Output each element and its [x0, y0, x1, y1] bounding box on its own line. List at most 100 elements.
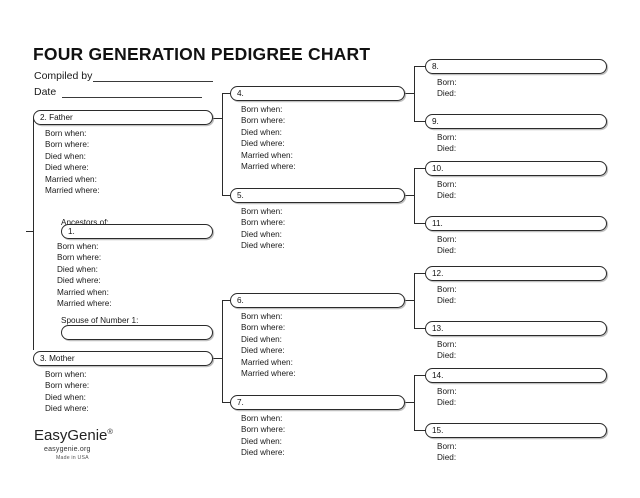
field-born: Born:	[437, 235, 457, 244]
brand-name: EasyGenie®	[34, 428, 113, 444]
compiled-by-row: Compiled by	[34, 70, 214, 82]
namebox-11[interactable]: 11.	[425, 216, 607, 231]
connector-to-box-5	[222, 195, 231, 196]
field-born-when: Born when:	[45, 370, 87, 379]
field-died-where: Died where:	[241, 139, 285, 149]
connector-to-box-4	[222, 93, 231, 94]
field-born-when: Born when:	[45, 129, 87, 138]
namebox-10[interactable]: 10.	[425, 161, 607, 176]
namebox-9[interactable]: 9.	[425, 114, 607, 129]
field-born-when: Born when:	[57, 242, 99, 251]
namebox-7[interactable]: 7.	[230, 395, 405, 410]
field-born-when: Born when:	[241, 105, 283, 114]
namebox-15[interactable]: 15.	[425, 423, 607, 438]
registered-trademark-icon: ®	[107, 427, 113, 436]
field-married-where: Married where:	[241, 368, 296, 378]
field-born: Born:	[437, 340, 457, 349]
connector-gen4-v2	[414, 168, 415, 223]
namebox-13[interactable]: 13.	[425, 321, 607, 336]
connector-box6-stub	[405, 300, 415, 301]
page-title: FOUR GENERATION PEDIGREE CHART	[33, 44, 371, 64]
namebox-label-8: 8.	[432, 61, 439, 71]
brand-text: EasyGenie	[34, 427, 108, 444]
fields-9: Born: Died:	[437, 132, 457, 155]
field-married-when: Married when:	[241, 357, 293, 367]
spouse-of-number-1-label: Spouse of Number 1:	[61, 316, 139, 325]
field-died: Died:	[437, 296, 457, 306]
connector-to-box-6	[222, 300, 231, 301]
field-born-where: Born where:	[241, 323, 286, 333]
field-died-when: Died when:	[57, 264, 98, 274]
field-died-when: Died when:	[241, 334, 282, 344]
connector-gen1-stub	[26, 231, 34, 232]
namebox-label-4: 4.	[237, 88, 244, 98]
field-born-where: Born where:	[57, 253, 102, 263]
field-born-where: Born where:	[45, 381, 90, 391]
namebox-label-2: 2. Father	[40, 112, 73, 122]
made-in-usa-label: Made in USA	[56, 454, 89, 461]
namebox-label-12: 12.	[432, 268, 444, 278]
namebox-spouse-of-1[interactable]	[61, 325, 213, 340]
field-born: Born:	[437, 133, 457, 142]
fields-7: Born when: Born where: Died when: Died w…	[241, 413, 285, 459]
connector-to-box-7	[222, 402, 231, 403]
connector-box4-stub	[405, 93, 415, 94]
namebox-14[interactable]: 14.	[425, 368, 607, 383]
connector-gen3-upper-vertical	[222, 93, 223, 195]
field-married-where: Married where:	[241, 161, 296, 171]
connector-to-box-10	[414, 168, 426, 169]
ancestors-of-label: Ancestors of:	[61, 218, 109, 227]
field-born: Born:	[437, 78, 457, 87]
field-married-when: Married when:	[45, 174, 97, 184]
field-died: Died:	[437, 144, 457, 154]
field-died: Died:	[437, 246, 457, 256]
brand-website: easygenie.org	[44, 445, 91, 453]
connector-father-stub	[213, 118, 223, 119]
field-died-where: Died where:	[241, 241, 285, 251]
fields-6: Born when: Born where: Died when: Died w…	[241, 311, 296, 379]
namebox-5[interactable]: 5.	[230, 188, 405, 203]
namebox-6[interactable]: 6.	[230, 293, 405, 308]
connector-to-box-12	[414, 273, 426, 274]
field-died-where: Died where:	[241, 346, 285, 356]
fields-11: Born: Died:	[437, 234, 457, 257]
namebox-label-15: 15.	[432, 425, 444, 435]
namebox-4[interactable]: 4.	[230, 86, 405, 101]
field-died: Died:	[437, 89, 457, 99]
field-born-when: Born when:	[241, 312, 283, 321]
namebox-8[interactable]: 8.	[425, 59, 607, 74]
field-born-where: Born where:	[45, 140, 90, 150]
connector-box7-stub	[405, 402, 415, 403]
field-died-when: Died when:	[45, 392, 86, 402]
field-married-when: Married when:	[241, 150, 293, 160]
connector-gen4-v1	[414, 66, 415, 121]
namebox-label-11: 11.	[432, 218, 443, 228]
namebox-12[interactable]: 12.	[425, 266, 607, 281]
field-died: Died:	[437, 351, 457, 361]
fields-13: Born: Died:	[437, 339, 457, 362]
field-died: Died:	[437, 191, 457, 201]
namebox-1-self[interactable]: 1.	[61, 224, 213, 239]
namebox-label-13: 13.	[432, 323, 444, 333]
namebox-label-14: 14.	[432, 370, 444, 380]
date-input-line[interactable]	[62, 87, 203, 98]
field-died: Died:	[437, 398, 457, 408]
namebox-3-mother[interactable]: 3. Mother	[33, 351, 213, 366]
fields-4: Born when: Born where: Died when: Died w…	[241, 104, 296, 172]
connector-gen4-v4	[414, 375, 415, 430]
connector-to-box-13	[414, 328, 426, 329]
connector-to-box-9	[414, 121, 426, 122]
connector-to-box-14	[414, 375, 426, 376]
field-married-where: Married where:	[45, 185, 100, 195]
field-died-where: Died where:	[57, 276, 101, 286]
namebox-2-father[interactable]: 2. Father	[33, 110, 213, 125]
field-born-when: Born when:	[241, 207, 283, 216]
field-died-when: Died when:	[241, 127, 282, 137]
fields-5: Born when: Born where: Died when: Died w…	[241, 206, 285, 252]
namebox-label-6: 6.	[237, 295, 244, 305]
connector-to-box-8	[414, 66, 426, 67]
namebox-label-1: 1.	[68, 226, 75, 236]
fields-14: Born: Died:	[437, 386, 457, 409]
compiled-by-input-line[interactable]	[93, 71, 214, 82]
